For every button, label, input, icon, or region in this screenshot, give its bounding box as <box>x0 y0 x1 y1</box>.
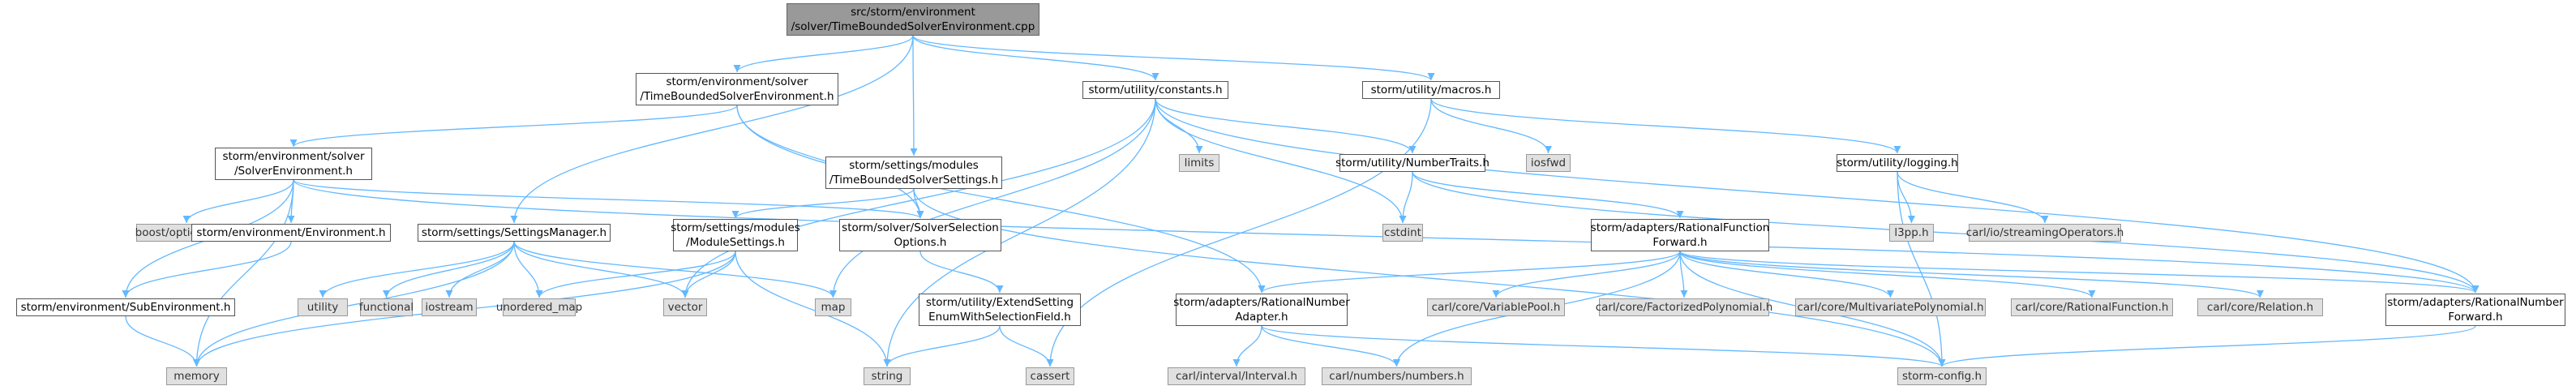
edge-root-to-macros_h <box>912 35 1435 81</box>
edge-tbs_settings_h-to-module_settings_h <box>731 188 915 219</box>
node-map[interactable]: map <box>815 298 851 316</box>
edge-logging_h-to-streaming_ops <box>1897 171 2049 224</box>
node-time-bounded-solver-environment-header[interactable]: storm/environment/solver /TimeBoundedSol… <box>636 73 838 105</box>
edge-number_traits_h-to-cstdint <box>1399 171 1413 224</box>
node-constants-header[interactable]: storm/utility/constants.h <box>1082 81 1228 99</box>
node-root-source-file[interactable]: src/storm/environment /solver/TimeBounde… <box>787 3 1039 36</box>
node-time-bounded-solver-settings-header[interactable]: storm/settings/modules /TimeBoundedSolve… <box>825 157 1002 189</box>
edge-macros_h-to-cassert <box>1046 98 1432 367</box>
edge-logging_h-to-l3pp <box>1897 171 1916 224</box>
edge-extend_setting_h-to-string <box>883 325 1001 367</box>
node-variable-pool[interactable]: carl/core/VariablePool.h <box>1427 298 1565 316</box>
edge-tbs_settings_h-to-storm_config <box>913 188 1946 367</box>
edge-solver_env_h-to-solver_selection_h <box>293 179 924 219</box>
edge-number_traits_h-to-rational_function_fwd_h <box>1412 171 1684 219</box>
node-iosfwd[interactable]: iosfwd <box>1526 154 1571 172</box>
node-storm-config[interactable]: storm-config.h <box>1897 367 1987 385</box>
edge-settings_manager_h-to-functional <box>382 241 515 298</box>
node-factorized-polynomial[interactable]: carl/core/FactorizedPolynomial.h <box>1596 298 1772 316</box>
node-rational-function[interactable]: carl/core/RationalFunction.h <box>2011 298 2173 316</box>
node-environment-header[interactable]: storm/environment/Environment.h <box>191 224 391 242</box>
node-rational-function-forward-header[interactable]: storm/adapters/RationalFunction Forward.… <box>1591 219 1769 251</box>
node-iostream[interactable]: iostream <box>422 298 477 316</box>
edge-constants_h-to-vector <box>681 98 1156 298</box>
node-rational-number-forward-header[interactable]: storm/adapters/RationalNumber Forward.h <box>2385 294 2565 326</box>
edge-rational_number_adapter_h-to-storm_config <box>1261 325 1946 367</box>
node-utility[interactable]: utility <box>298 298 348 316</box>
edge-solver_env_h-to-boost_optional <box>182 179 294 224</box>
edge-root-to-tbs_settings_h <box>910 35 918 157</box>
node-vector[interactable]: vector <box>663 298 707 316</box>
edge-root-to-settings_manager_h <box>510 35 914 224</box>
node-relation[interactable]: carl/core/Relation.h <box>2197 298 2323 316</box>
node-streaming-operators[interactable]: carl/io/streamingOperators.h <box>1966 224 2124 242</box>
edge-settings_manager_h-to-utility <box>319 241 515 298</box>
edge-constants_h-to-string <box>883 98 1156 367</box>
node-number-traits-header[interactable]: storm/utility/NumberTraits.h <box>1335 154 1489 172</box>
edge-settings_manager_h-to-iostream <box>445 241 515 298</box>
edge-constants_h-to-cstdint <box>1155 98 1407 224</box>
edge-rational_function_fwd_h-to-relation <box>1679 251 2264 298</box>
node-string[interactable]: string <box>864 367 911 385</box>
edge-rational_number_adapter_h-to-interval <box>1232 325 1262 367</box>
edge-number_traits_h-to-rational_number_fwd_h <box>1412 171 2480 294</box>
edge-tbse_h-to-rational_number_adapter_h <box>736 105 1266 294</box>
edge-settings_manager_h-to-memory <box>192 241 515 367</box>
node-interval[interactable]: carl/interval/Interval.h <box>1168 367 1305 385</box>
edge-settings_manager_h-to-vector <box>513 241 689 298</box>
node-memory[interactable]: memory <box>166 367 227 385</box>
edge-logging_h-to-storm_config <box>1897 171 1946 367</box>
node-cstdint[interactable]: cstdint <box>1382 224 1423 242</box>
edge-rational_function_fwd_h-to-multivariate_polynomial <box>1679 251 1894 298</box>
node-rational-number-adapter-header[interactable]: storm/adapters/RationalNumber Adapter.h <box>1173 294 1350 326</box>
edge-macros_h-to-iosfwd <box>1430 98 1553 154</box>
node-numbers[interactable]: carl/numbers/numbers.h <box>1322 367 1472 385</box>
edge-tbse_h-to-solver_env_h <box>289 105 738 148</box>
edge-rational_number_fwd_h-to-storm_config <box>1938 325 2476 367</box>
edge-constants_h-to-map <box>829 98 1156 298</box>
edge-environment_h-to-sub_environment_h <box>122 241 292 298</box>
edge-rational_function_fwd_h-to-variable_pool <box>1492 251 1681 298</box>
edge-constants_h-to-limits <box>1155 98 1203 154</box>
edge-root-to-tbse_h <box>733 35 914 73</box>
edge-module_settings_h-to-unordered_map <box>535 251 736 298</box>
edge-constants_h-to-rational_number_fwd_h <box>1155 98 2480 294</box>
edge-solver_env_h-to-memory <box>192 179 294 367</box>
node-extend-setting-header[interactable]: storm/utility/ExtendSetting EnumWithSele… <box>919 294 1081 326</box>
edge-rational_function_fwd_h-to-rational_number_adapter_h <box>1258 251 1681 294</box>
edge-rational_number_adapter_h-to-numbers <box>1261 325 1400 367</box>
edge-rational_function_fwd_h-to-factorized_polynomial <box>1679 251 1688 298</box>
node-cassert[interactable]: cassert <box>1026 367 1074 385</box>
edge-extend_setting_h-to-cassert <box>999 325 1054 367</box>
node-functional[interactable]: functional <box>359 298 414 316</box>
edge-macros_h-to-logging_h <box>1430 98 1901 154</box>
node-solver-selection-options-header[interactable]: storm/solver/SolverSelection Options.h <box>839 219 1001 251</box>
edge-solver_selection_h-to-extend_setting_h <box>919 251 1004 294</box>
node-settings-manager-header[interactable]: storm/settings/SettingsManager.h <box>418 224 611 242</box>
node-multivariate-polynomial[interactable]: carl/core/MultivariatePolynomial.h <box>1795 298 1986 316</box>
node-solver-environment-header[interactable]: storm/environment/solver /SolverEnvironm… <box>215 148 372 180</box>
node-macros-header[interactable]: storm/utility/macros.h <box>1362 81 1500 99</box>
node-sub-environment-header[interactable]: storm/environment/SubEnvironment.h <box>16 298 235 316</box>
edge-constants_h-to-number_traits_h <box>1155 98 1417 154</box>
edge-rational_function_fwd_h-to-rational_number_fwd_h <box>1679 251 2480 294</box>
node-module-settings-header[interactable]: storm/settings/modules /ModuleSettings.h <box>671 219 800 251</box>
node-l3pp[interactable]: l3pp.h <box>1889 224 1934 242</box>
edge-root-to-constants_h <box>912 35 1159 81</box>
edge-settings_manager_h-to-unordered_map <box>513 241 543 298</box>
node-logging-header[interactable]: storm/utility/logging.h <box>1837 154 1958 172</box>
node-limits[interactable]: limits <box>1179 154 1219 172</box>
edge-module_settings_h-to-string <box>735 251 891 367</box>
edge-sub_environment_h-to-memory <box>125 315 201 367</box>
node-unordered-map[interactable]: unordered_map <box>496 298 582 316</box>
edge-rational_function_fwd_h-to-rational_function <box>1679 251 2096 298</box>
